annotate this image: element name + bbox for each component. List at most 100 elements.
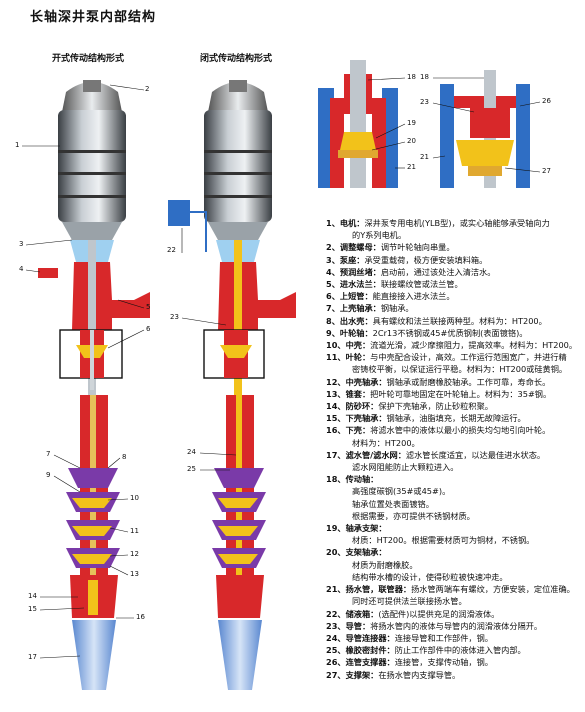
legend-item-text: 的Y系列电机。 — [352, 230, 407, 241]
legend-item-number: 15、下壳轴承： — [326, 413, 387, 424]
legend-item-number: 9、叶轮轴： — [326, 327, 373, 338]
legend-item-number: 10、中壳： — [326, 340, 371, 351]
legend-item: 24、导管连接器：连接导管和工作部件，钢。 — [326, 632, 582, 644]
legend-item-text: 密铸校平衡，以保证运行平稳。材料为：HT200或硅黄铜。 — [352, 364, 568, 375]
callout-24: 24 — [187, 448, 196, 456]
detail-section-2 — [440, 70, 530, 188]
legend-item: 21、扬水管，联管器：扬水管两端车有螺纹，方便安装，定位准确。 — [326, 583, 582, 595]
legend-item-number: 13、锥套： — [326, 388, 371, 399]
legend-item: 27、支撑架：在扬水管内支撑导管。 — [326, 669, 582, 681]
legend-item: 11、叶轮：与中壳配合设计，高效。工作运行范围宽广，并进行精 — [326, 351, 582, 363]
parts-legend: 1、电机：深井泵专用电机(YLB型)，或实心轴能够承受轴向力的Y系列电机。2、调… — [326, 217, 582, 681]
legend-item-text: 2Cr13不锈钢或45#优质钢制(表面镀铬)。 — [372, 327, 528, 338]
legend-item-text: 同时还可提供法兰联接扬水管。 — [352, 596, 467, 607]
callout-14: 14 — [28, 592, 37, 600]
closed-pump-motor — [204, 80, 272, 240]
legend-item-text: 根据需要，亦可提供不锈钢材质。 — [352, 510, 475, 521]
callout-10: 10 — [130, 494, 139, 502]
callout-17: 17 — [28, 653, 37, 661]
legend-item-text: 结构带水槽的设计，使得砂粒被快速冲走。 — [352, 571, 508, 582]
callout-20: 20 — [407, 137, 416, 145]
legend-item-text: 材质：HT200。根据需要材质可为铜材，不锈钢。 — [352, 535, 535, 546]
legend-item-text: 流道光滑，减少摩擦阻力，提高效率。材料为：HT200。 — [370, 340, 578, 351]
legend-item-number: 6、上短管： — [326, 291, 373, 302]
legend-item-number: 12、中壳轴承： — [326, 376, 387, 387]
legend-item: 8、出水壳：具有螺纹和法兰联接两种型。材料为：HT200。 — [326, 315, 582, 327]
legend-item: 10、中壳：流道光滑，减少摩擦阻力，提高效率。材料为：HT200。 — [326, 339, 582, 351]
legend-item: 15、下壳轴承：钢轴承，油脂填充，长期无故障运行。 — [326, 412, 582, 424]
legend-item-text: 钢轴承或耐磨橡胶轴承。工作可靠，寿命长。 — [386, 376, 551, 387]
legend-item-number: 27、支撑架： — [326, 669, 379, 680]
legend-item: 材料为：HT200。 — [326, 437, 582, 449]
legend-item-text: 承受重载荷，极方便安装填料箱。 — [364, 254, 488, 265]
callout-21-detail2: 21 — [420, 153, 429, 161]
legend-item-text: 深井泵专用电机(YLB型)，或实心轴能够承受轴向力 — [364, 218, 550, 228]
legend-item-text: 钢轴承，油脂填充，长期无故障运行。 — [386, 413, 526, 424]
legend-item: 轴承位置处表面镀铬。 — [326, 498, 582, 510]
legend-item: 20、支架轴承： — [326, 546, 582, 558]
legend-item: 13、锥套：把叶轮可靠地固定在叶轮轴上。材料为：35#钢。 — [326, 388, 582, 400]
legend-item-text: (选配件)以提供充足的润滑液体。 — [378, 608, 500, 619]
legend-item: 根据需要，亦可提供不锈钢材质。 — [326, 510, 582, 522]
callout-6: 6 — [146, 325, 151, 333]
callout-12: 12 — [130, 550, 139, 558]
legend-item: 25、橡胶密封件：防止工作部件中的液体进入管内部。 — [326, 644, 582, 656]
callout-5: 5 — [146, 303, 151, 311]
legend-item-text: 扬水管两端车有螺纹，方便安装，定位准确。 — [411, 584, 575, 595]
legend-item-text: 钢轴承。 — [380, 303, 414, 314]
legend-item-text: 高强度碳钢(35#或45#)。 — [352, 486, 451, 497]
legend-item: 22、储液箱：(选配件)以提供充足的润滑液体。 — [326, 608, 582, 620]
legend-item-text: 在扬水管内支撑导管。 — [378, 669, 461, 680]
legend-item: 1、电机：深井泵专用电机(YLB型)，或实心轴能够承受轴向力 — [326, 217, 582, 229]
legend-item-text: 将滤水管中的液体以最小的损失均匀地引向叶轮。 — [370, 425, 551, 436]
legend-item: 4、预润丝堵：启动前，通过该处注入清洁水。 — [326, 266, 582, 278]
callout-3: 3 — [19, 240, 24, 248]
legend-item: 18、传动轴： — [326, 473, 582, 485]
legend-item-text: 与中壳配合设计，高效。工作运行范围宽广，并进行精 — [370, 352, 567, 363]
legend-item-text: 材料为：HT200。 — [352, 437, 420, 448]
legend-item-text: 连接管，支撑传动轴，钢。 — [394, 657, 493, 668]
legend-item: 7、上壳轴承：钢轴承。 — [326, 302, 582, 314]
legend-item: 9、叶轮轴：2Cr13不锈钢或45#优质钢制(表面镀铬)。 — [326, 327, 582, 339]
legend-item-number: 2、调整螺母： — [326, 242, 381, 253]
callout-13: 13 — [130, 570, 139, 578]
callout-11: 11 — [130, 527, 139, 535]
legend-item-text: 连接导管和工作部件，钢。 — [394, 632, 493, 643]
legend-item: 23、导管：将扬水管内的液体与导管内的润滑液体分隔开。 — [326, 620, 582, 632]
closed-drive-label: 闭式传动结构形式 — [200, 54, 273, 64]
legend-item: 26、连管支撑器：连接管，支撑传动轴，钢。 — [326, 656, 582, 668]
page-title: 长轴深井泵内部结构 — [30, 10, 157, 25]
legend-item-text: 将扬水管内的液体与导管内的润滑液体分隔开。 — [370, 620, 543, 631]
legend-item-number: 14、防砂环： — [326, 401, 379, 412]
callout-16: 16 — [136, 613, 145, 621]
legend-item: 14、防砂环：保护下壳轴承，防止砂粒积聚。 — [326, 400, 582, 412]
legend-item: 同时还可提供法兰联接扬水管。 — [326, 595, 582, 607]
callout-27: 27 — [542, 167, 551, 175]
legend-item-text: 滤水管长度适宜，以达最佳进水状态。 — [405, 449, 546, 460]
legend-item-text: 启动前，通过该处注入清洁水。 — [380, 266, 496, 277]
legend-item: 5、进水法兰：联接螺纹管或法兰管。 — [326, 278, 582, 290]
legend-item: 17、滤水管/滤水网：滤水管长度适宜，以达最佳进水状态。 — [326, 449, 582, 461]
legend-item-number: 23、导管： — [326, 620, 371, 631]
legend-item-text: 把叶轮可靠地固定在叶轮轴上。材料为：35#钢。 — [370, 388, 552, 399]
callout-2: 2 — [145, 85, 150, 93]
callout-8: 8 — [122, 453, 127, 461]
legend-item: 结构带水槽的设计，使得砂粒被快速冲走。 — [326, 571, 582, 583]
callout-23: 23 — [170, 313, 179, 321]
open-pump-base — [38, 240, 150, 400]
closed-pump-base — [168, 200, 296, 400]
legend-item: 密铸校平衡，以保证运行平稳。材料为：HT200或硅黄铜。 — [326, 363, 582, 375]
legend-item-number: 17、滤水管/滤水网： — [326, 449, 406, 460]
legend-item-text: 材质为耐磨橡胶。 — [352, 559, 418, 570]
legend-item-number: 8、出水壳： — [326, 315, 373, 326]
legend-item-number: 21、扬水管，联管器： — [326, 584, 412, 595]
legend-item-text: 能直接接入进水法兰。 — [372, 291, 455, 302]
legend-item-text: 具有螺纹和法兰联接两种型。材料为：HT200。 — [372, 315, 547, 326]
legend-item: 16、下壳：将滤水管中的液体以最小的损失均匀地引向叶轮。 — [326, 424, 582, 436]
legend-item: 高强度碳钢(35#或45#)。 — [326, 485, 582, 497]
legend-item-number: 26、连管支撑器： — [326, 657, 395, 668]
legend-item: 材质为耐磨橡胶。 — [326, 559, 582, 571]
legend-item-number: 20、支架轴承： — [326, 547, 387, 558]
callout-7: 7 — [46, 450, 51, 458]
